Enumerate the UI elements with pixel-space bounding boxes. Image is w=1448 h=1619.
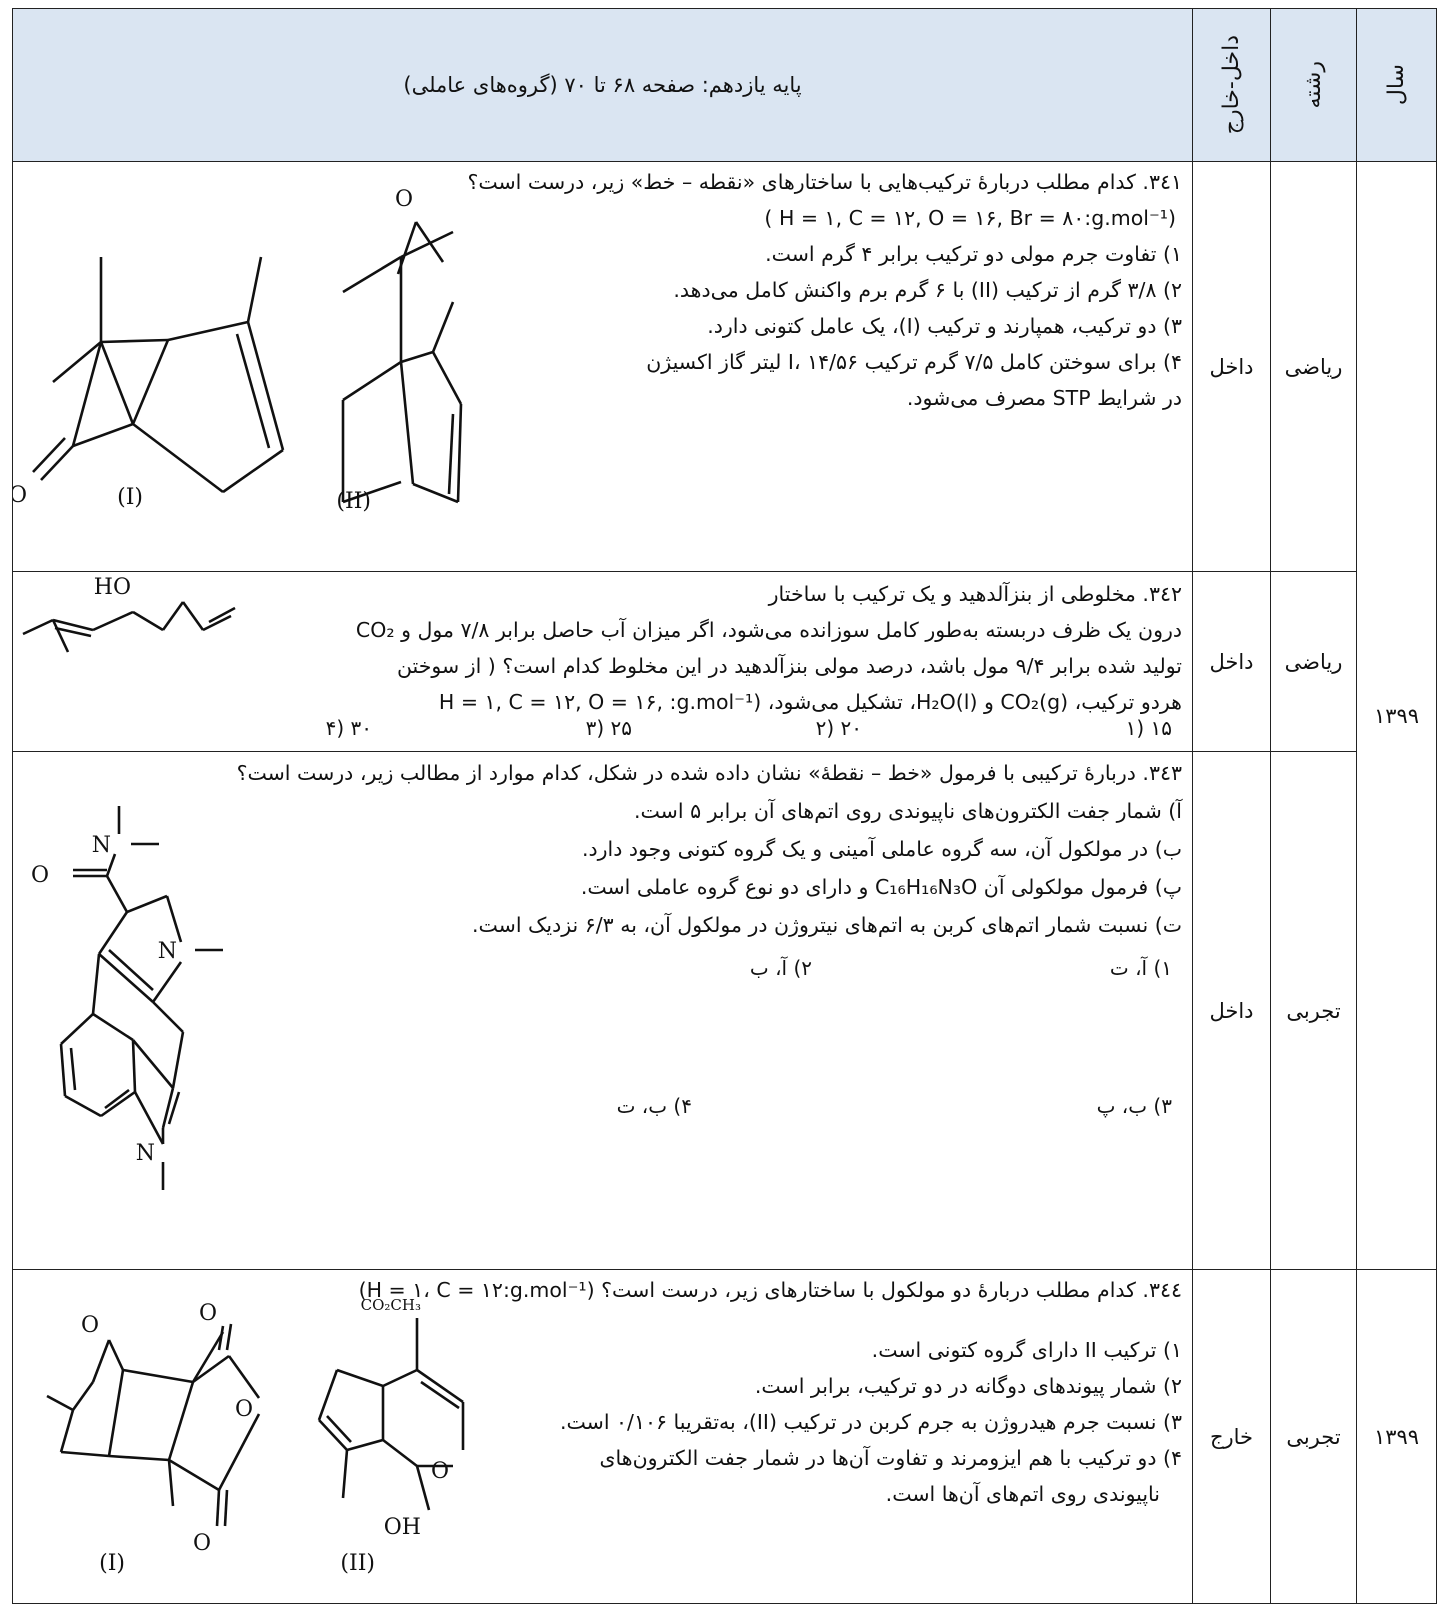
header-field: رشته [1301,61,1326,109]
q344-II-ring-oxygen: O [431,1459,449,1484]
q342-option-2: ۲۰ (۲ [815,716,862,740]
q342-hydroxyl-label: HO [94,575,131,600]
question-row-341: ۱۳۹۹ ریاضی داخل ۳٤۱. کدام مطلب دربارهٔ ت… [12,161,1437,1270]
question-341: ۳٤۱. کدام مطلب دربارهٔ ترکیب‌هایی با ساخ… [12,161,1193,572]
header-inout-cell: داخل-خارج [1192,8,1271,162]
q342-line-4: هردو ترکیب، CO₂(g) و H₂O(l)، تشکیل می‌شو… [438,690,1182,714]
q342-stem: ۳٤۲. مخلوطی از بنزآلدهید و یک ترکیب با س… [768,582,1182,606]
q341-option-3: ۳) دو ترکیب، همپارند و ترکیب (I)، یک عام… [707,314,1182,338]
question-342-text: ۳٤۲. مخلوطی از بنزآلدهید و یک ترکیب با س… [356,576,1182,720]
q344-I-ring-oxygen: O [235,1397,253,1422]
q344-option-2: ۲) شمار پیوندهای دوگانه در دو ترکیب، برا… [754,1374,1182,1398]
field-cell-344: تجربی [1270,1269,1357,1604]
q343-item-b: ب) در مولکول آن، سه گروه عاملی آمینی و ی… [581,837,1182,861]
q344-stem: ۳٤٤. کدام مطلب دربارهٔ دو مولکول با ساخت… [358,1278,1182,1302]
q341-option-4: ۴) برای سوختن کامل ۷/۵ گرم ترکیب I، ۱۴/۵… [646,350,1182,374]
q344-structure-I: O O O O (I) [46,1301,261,1576]
inout-cell-344: خارج [1192,1269,1271,1604]
q341-option-1: ۱) تفاوت جرم مولی دو ترکیب برابر ۴ گرم ا… [765,242,1182,266]
q342-structure: HO [22,575,236,653]
q341-option-4-cont: در شرایط STP مصرف می‌شود. [906,386,1182,410]
q344-I-carbonyl-oxygen-top: O [199,1301,217,1326]
q341-struct-I-oxygen: O [13,483,27,508]
q341-option-2: ۲) ۳/۸ گرم از ترکیب (II) با ۶ گرم برم وا… [673,278,1182,302]
header-field-cell: رشته [1270,8,1357,162]
question-342: ۳٤۲. مخلوطی از بنزآلدهید و یک ترکیب با س… [12,571,1193,752]
q343-option-3: ۳) ب، پ [1096,1094,1172,1118]
q342-line-3: تولید شده برابر ۹/۴ مول باشد، درصد مولی … [396,654,1182,678]
q344-option-3: ۳) نسبت جرم هیدروژن به جرم کربن در ترکیب… [560,1410,1182,1434]
q343-structure: O N N N [31,806,223,1190]
q342-option-1: ۱۵ (۱ [1125,716,1172,740]
q343-option-4: ۴) ب، ت [616,1094,692,1118]
q343-indole-nitrogen: N [136,1141,155,1166]
q344-label-I: (I) [99,1551,125,1576]
q341-label-I: (I) [117,485,143,510]
question-row-343: تجربی داخل ۳٤۳. دربارهٔ ترکیبی با فرمول … [12,751,1437,1270]
q341-struct-II-oxygen: O [395,187,413,212]
question-344-text: ۳٤٤. کدام مطلب دربارهٔ دو مولکول با ساخت… [359,1272,1182,1512]
q341-label-II: (II) [336,489,371,514]
q344-II-ester-label: CO₂CH₃ [361,1296,421,1314]
inout-cell-341: داخل [1192,161,1271,572]
q341-constants: (H = ۱, C = ۱۲, O = ۱۶, Br = ۸۰:g.mol⁻¹ … [764,206,1176,230]
question-341-text: ۳٤۱. کدام مطلب دربارهٔ ترکیب‌هایی با ساخ… [467,164,1182,416]
q344-structures: O O O O (I) [46,1296,465,1576]
q343-option-1: ۱) آ، ت [1109,956,1172,980]
q343-item-t: ت) نسبت شمار اتم‌های کربن به اتم‌های نیت… [472,913,1182,937]
header-row: سال رشته داخل-خارج پایه یازدهم: صفحه ۶۸ … [12,8,1437,162]
question-row-344: ۱۳۹۹ تجربی خارج ۳٤٤. کدام مطلب دربارهٔ د… [12,1269,1437,1604]
q342-option-3: ۲۵ (۳ [585,716,632,740]
structure-I: O (I) [13,256,285,510]
q344-structure-II: CO₂CH₃ O OH (II) [317,1296,465,1576]
question-343: ۳٤۳. دربارهٔ ترکیبی با فرمول «خط – نقطهٔ… [12,751,1193,1270]
question-343-text: ۳٤۳. دربارهٔ ترکیبی با فرمول «خط – نقطهٔ… [237,754,1182,944]
q343-option-2: ۲) آ، ب [749,956,812,980]
inout-cell-342: داخل [1192,571,1271,752]
field-cell-341: ریاضی [1270,161,1357,572]
q343-item-a: آ) شمار جفت الکترون‌های ناپیوندی روی اتم… [634,799,1182,823]
q344-option-4: ۴) دو ترکیب با هم ایزومرند و تفاوت آن‌ها… [599,1446,1182,1470]
q341-stem: ۳٤۱. کدام مطلب دربارهٔ ترکیب‌هایی با ساخ… [467,170,1182,194]
q343-ring-nitrogen: N [158,939,177,964]
header-inout: داخل-خارج [1219,35,1244,135]
q342-option-4: ۳۰ (۴ [325,716,372,740]
q343-item-p: پ) فرمول مولکولی آن C₁₆H₁₆N₃O و دارای دو… [580,875,1182,899]
year-cell-2: ۱۳۹۹ [1356,1269,1437,1604]
q344-I-bridge-oxygen: O [81,1313,99,1338]
q342-line-2: درون یک ظرف دربسته به‌طور کامل سوزانده م… [355,618,1182,642]
year-cell-1: ۱۳۹۹ [1356,161,1437,1270]
q343-stem: ۳٤۳. دربارهٔ ترکیبی با فرمول «خط – نقطهٔ… [236,761,1182,785]
q344-label-II: (II) [340,1551,375,1576]
questions-table: سال رشته داخل-خارج پایه یازدهم: صفحه ۶۸ … [12,8,1437,1604]
q343-amide-nitrogen: N [92,833,111,858]
field-cell-343: تجربی [1270,751,1357,1270]
question-344: ۳٤٤. کدام مطلب دربارهٔ دو مولکول با ساخت… [12,1269,1193,1604]
inout-cell-343: داخل [1192,751,1271,1270]
q341-structures: O (I) [13,187,463,514]
header-title: پایه یازدهم: صفحه ۶۸ تا ۷۰ (گروه‌های عام… [12,8,1193,162]
question-row-342: ریاضی داخل ۳٤۲. مخلوطی از بنزآلدهید و یک… [12,571,1437,752]
q344-I-carbonyl-oxygen-bottom: O [193,1531,211,1556]
q343-carbonyl-oxygen: O [31,863,49,888]
structure-II: O (II) [336,187,463,514]
field-cell-342: ریاضی [1270,571,1357,752]
q344-option-1: ۱) ترکیب II دارای گروه کتونی است. [871,1338,1182,1362]
header-year: سال [1384,64,1409,106]
q344-option-4-cont: ناپیوندی روی اتم‌های آن‌ها است. [885,1482,1160,1506]
header-year-cell: سال [1356,8,1437,162]
q344-II-hydroxyl: OH [384,1515,421,1540]
